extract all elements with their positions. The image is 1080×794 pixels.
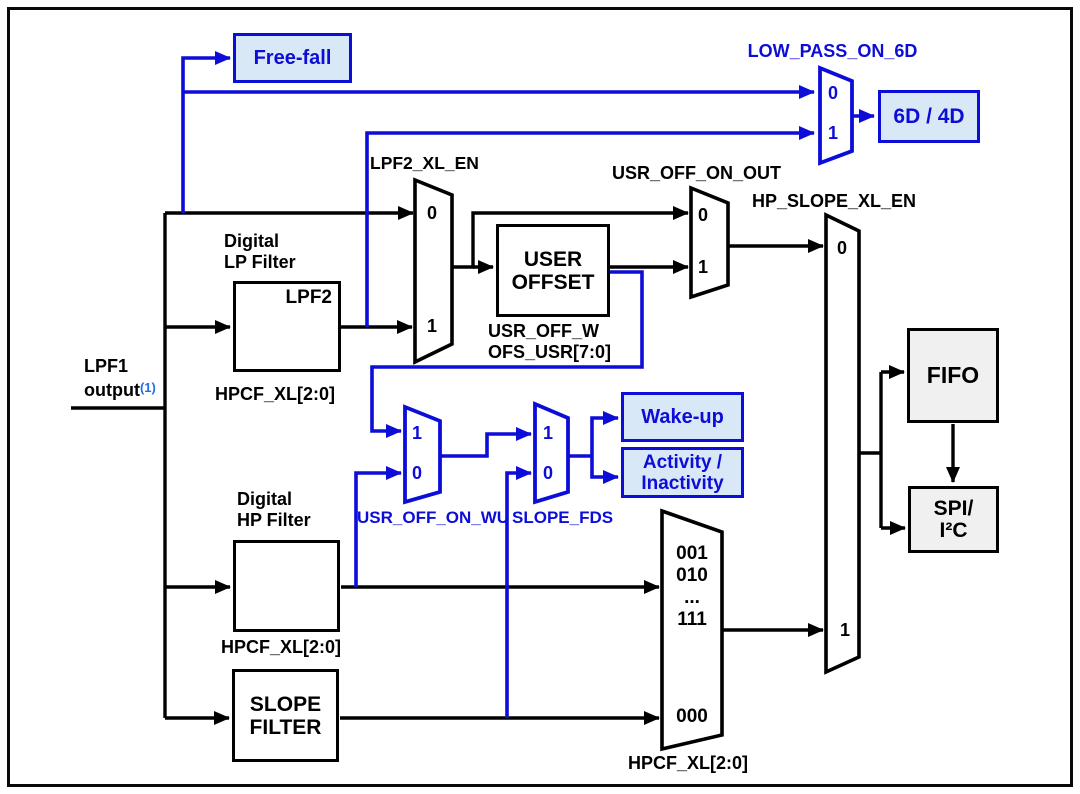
wire-into-wakeup xyxy=(590,411,619,456)
6dmux-in0: 0 xyxy=(827,83,838,103)
free-fall-box: Free-fall xyxy=(233,33,352,83)
outmux-in1: 1 xyxy=(697,257,708,277)
hpcf-xl-hp-label: HPCF_XL[2:0] xyxy=(221,637,342,657)
6d-4d-box: 6D / 4D xyxy=(878,90,980,143)
black-wires xyxy=(71,206,960,725)
mux-usr-off-on-out xyxy=(689,185,730,300)
usr-off-on-out-label: USR_OFF_ON_OUT xyxy=(612,163,782,183)
lpf2mux-in1: 1 xyxy=(426,316,437,336)
blue-wires xyxy=(181,51,875,718)
digital-lp-line2: LP Filter xyxy=(224,252,296,272)
mux-usr-off-on-wu xyxy=(403,404,442,505)
usr-off-w-label: USR_OFF_W OFS_USR[7:0] xyxy=(488,321,611,363)
hpslopemux-in0: 0 xyxy=(836,238,847,258)
hpcfmux-rows: 001 010 ... 111 xyxy=(668,543,716,631)
hp-slope-xl-en-label: HP_SLOPE_XL_EN xyxy=(752,191,917,211)
footnote-1: (1) xyxy=(139,380,156,395)
hp-filter-box xyxy=(233,540,340,632)
mux-hp-slope-xl-en xyxy=(824,212,861,675)
hpcfmux-row1: 001 xyxy=(676,543,708,564)
lpf2-filter-box: LPF2 xyxy=(233,281,341,372)
lpf2-xl-en-label: LPF2_XL_EN xyxy=(370,153,479,173)
digital-hp-filter-label: Digital HP Filter xyxy=(237,489,311,531)
fifo-box: FIFO xyxy=(907,328,999,423)
lpf2mux-in0: 0 xyxy=(426,203,437,223)
wire-into-activity xyxy=(590,456,619,484)
digital-hp-line2: HP Filter xyxy=(237,510,311,530)
hpcfmux-row4: 111 xyxy=(677,609,707,630)
ofs-usr-line: OFS_USR[7:0] xyxy=(488,342,612,362)
fifo-label: FIFO xyxy=(926,362,980,388)
slope-filter-line2: FILTER xyxy=(249,715,322,739)
lpf1-line1: LPF1 xyxy=(84,356,129,376)
wire-wumux-to-fdsmux1 xyxy=(440,427,532,458)
free-fall-label: Free-fall xyxy=(253,46,332,69)
mux-hpcf-xl xyxy=(660,508,724,752)
wire-hpout-to-wumux0 xyxy=(354,466,402,587)
lpf1-line2: output(1) xyxy=(84,380,156,400)
6d-4d-label: 6D / 4D xyxy=(893,104,965,128)
outmux-in0: 0 xyxy=(697,205,708,225)
digital-lp-filter-label: Digital LP Filter xyxy=(224,231,296,273)
activity-line2: Inactivity xyxy=(641,472,724,494)
slope-fds-label: SLOPE_FDS xyxy=(512,508,614,527)
low-pass-on-6d-label: LOW_PASS_ON_6D xyxy=(747,41,918,61)
6dmux-in1: 1 xyxy=(827,123,838,143)
mux-low-pass-on-6d xyxy=(818,65,854,166)
wumux-in0: 0 xyxy=(411,463,422,483)
fdsmux-in0: 0 xyxy=(542,463,553,483)
mux-slope-fds xyxy=(533,401,570,505)
user-offset-line2: OFFSET xyxy=(511,270,595,294)
hpcf-xl-lp-label: HPCF_XL[2:0] xyxy=(215,384,336,404)
user-offset-box: USER OFFSET xyxy=(496,224,610,317)
usr-off-on-wu-label: USR_OFF_ON_WU xyxy=(357,508,510,527)
spi-i2c-box: SPI/ I²C xyxy=(908,486,999,553)
wire-lpf2-to-6dmux1 xyxy=(365,126,815,327)
wire-to-freefall xyxy=(181,51,231,213)
fdsmux-in1: 1 xyxy=(542,423,553,443)
wake-up-box: Wake-up xyxy=(621,392,744,442)
hpcfmux-row0: 000 xyxy=(676,706,708,727)
lpf1-output-label: LPF1 output(1) xyxy=(84,356,156,401)
usr-off-w-line: USR_OFF_W xyxy=(488,321,600,341)
activity-inactivity-box: Activity / Inactivity xyxy=(621,447,744,498)
wire-useroffset-to-wumux1 xyxy=(370,270,644,438)
mux-shapes xyxy=(403,65,861,752)
slope-filter-line1: SLOPE xyxy=(249,692,322,716)
user-offset-line1: USER xyxy=(523,247,583,271)
digital-hp-line1: Digital xyxy=(237,489,293,509)
digital-lp-line1: Digital xyxy=(224,231,280,251)
mux-lpf2-xl-en xyxy=(413,177,454,365)
lpf2-tag: LPF2 xyxy=(285,287,332,308)
hpslopemux-in1: 1 xyxy=(839,620,850,640)
wake-up-label: Wake-up xyxy=(641,405,724,428)
spi-line2: I²C xyxy=(939,518,968,542)
hpcfmux-row2: 010 xyxy=(676,565,708,586)
activity-line1: Activity / xyxy=(642,451,723,473)
wire-lpf2mux-to-outmux0 xyxy=(452,206,689,269)
wire-slopeout-to-fdsmux0 xyxy=(505,466,532,718)
hpcfmux-row3: ... xyxy=(684,587,700,608)
hpcf-xl-mux-label: HPCF_XL[2:0] xyxy=(628,753,749,773)
slope-filter-box: SLOPE FILTER xyxy=(232,669,339,762)
diagram-frame xyxy=(7,7,1073,787)
spi-line1: SPI/ xyxy=(933,496,974,520)
wumux-in1: 1 xyxy=(411,423,422,443)
